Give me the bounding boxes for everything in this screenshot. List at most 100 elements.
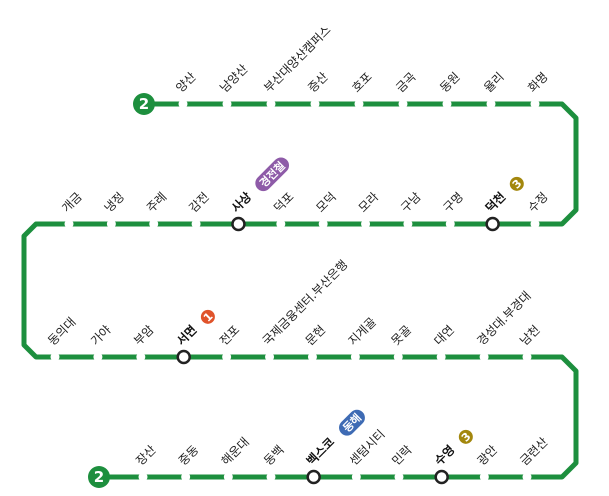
station[interactable]: 금련산 xyxy=(517,435,551,482)
station[interactable]: 동의대 xyxy=(45,315,79,362)
station-marker[interactable] xyxy=(276,219,286,229)
station-label: 수정 xyxy=(525,190,551,216)
station-label: 금곡 xyxy=(393,70,419,96)
station-marker[interactable] xyxy=(318,219,328,229)
station-marker[interactable] xyxy=(138,472,148,482)
station-marker[interactable] xyxy=(394,472,404,482)
station-marker[interactable] xyxy=(350,352,360,362)
station[interactable]: 서면1 xyxy=(173,307,218,365)
transfer-station-marker[interactable] xyxy=(176,349,191,365)
station-marker[interactable] xyxy=(351,472,361,482)
station[interactable]: 센텀시티 xyxy=(347,427,388,482)
station-label: 호포 xyxy=(349,70,375,96)
station-marker[interactable] xyxy=(354,99,364,109)
station-label: 양산 xyxy=(173,70,199,96)
station-label: 국제금융센터.부산은행 xyxy=(259,257,350,348)
station-label: 모라 xyxy=(356,190,382,216)
station[interactable]: 지게골 xyxy=(346,315,379,362)
transfer-station-marker[interactable] xyxy=(434,469,449,485)
station-marker[interactable] xyxy=(222,352,232,362)
station[interactable]: 해운대 xyxy=(219,435,252,482)
transfer-line-badge: 1 xyxy=(200,309,216,325)
station-marker[interactable] xyxy=(398,99,408,109)
station-label: 지게골 xyxy=(346,315,379,348)
station-marker[interactable] xyxy=(223,472,233,482)
station-marker[interactable] xyxy=(479,472,489,482)
station-label: 덕포 xyxy=(271,190,297,216)
station-marker[interactable] xyxy=(442,99,452,109)
line-number-badge: 2 xyxy=(88,466,110,488)
transfer-line-label: 1 xyxy=(201,310,216,325)
station-label: 전포 xyxy=(217,323,243,349)
station-marker[interactable] xyxy=(266,99,276,109)
station-label: 서면 xyxy=(173,322,199,348)
station[interactable]: 경성대.부경대 xyxy=(474,289,534,362)
station-marker[interactable] xyxy=(307,352,317,362)
station-label: 냉정 xyxy=(102,190,128,216)
station-marker[interactable] xyxy=(50,352,60,362)
station-label: 남천 xyxy=(517,322,543,348)
station-marker[interactable] xyxy=(181,472,191,482)
station-marker[interactable] xyxy=(436,352,446,362)
station-marker[interactable] xyxy=(191,219,201,229)
line-badge-circle xyxy=(88,466,110,488)
station-marker[interactable] xyxy=(149,219,159,229)
station-marker[interactable] xyxy=(530,99,540,109)
transfer-line-label: 3 xyxy=(459,430,474,445)
station-marker[interactable] xyxy=(522,352,532,362)
station-marker[interactable] xyxy=(64,219,74,229)
station-marker[interactable] xyxy=(222,99,232,109)
station-marker[interactable] xyxy=(93,352,103,362)
station-label: 가야 xyxy=(88,323,114,349)
station-label: 남양산 xyxy=(217,62,250,95)
station-marker[interactable] xyxy=(403,219,413,229)
station-marker[interactable] xyxy=(265,352,275,362)
line-track xyxy=(21,101,579,480)
station-marker[interactable] xyxy=(361,219,371,229)
station-marker[interactable] xyxy=(266,472,276,482)
transfer-line-badge: 3 xyxy=(458,429,474,445)
line-number-label: 2 xyxy=(139,95,149,113)
transfer-line-badge: 3 xyxy=(509,176,524,191)
transfer-line-circle xyxy=(458,429,473,444)
terminal-badges: 22 xyxy=(88,93,155,488)
station-label: 덕천 xyxy=(482,189,508,215)
station-label: 율리 xyxy=(481,70,507,96)
station-marker[interactable] xyxy=(522,472,532,482)
station-label: 수영 xyxy=(431,442,457,468)
transfer-pill xyxy=(255,157,290,192)
station-label: 중동 xyxy=(176,443,202,469)
station-marker[interactable] xyxy=(479,352,489,362)
station-marker[interactable] xyxy=(106,219,116,229)
station-marker[interactable] xyxy=(393,352,403,362)
station[interactable]: 국제금융센터.부산은행 xyxy=(259,257,350,362)
station-label: 화명 xyxy=(525,70,551,96)
station-marker[interactable] xyxy=(136,352,146,362)
station-marker[interactable] xyxy=(486,99,496,109)
station-marker[interactable] xyxy=(530,219,540,229)
line-number-label: 2 xyxy=(94,468,104,486)
station[interactable]: 남양산 xyxy=(217,62,251,109)
transfer-station-marker[interactable] xyxy=(306,469,321,485)
station-label: 개금 xyxy=(59,190,85,216)
station-label: 동의대 xyxy=(45,315,78,348)
station-label: 구남 xyxy=(398,190,424,216)
line-badge-circle xyxy=(133,93,155,115)
station-label: 동원 xyxy=(437,70,463,96)
station-marker[interactable] xyxy=(178,99,188,109)
station-marker[interactable] xyxy=(310,99,320,109)
transfer-line-circle xyxy=(200,309,215,324)
station-marker[interactable] xyxy=(445,219,455,229)
station-label: 사상 xyxy=(228,189,254,215)
transfer-pill xyxy=(339,409,365,436)
station-label: 벡스코 xyxy=(303,434,337,468)
transfer-station-marker[interactable] xyxy=(231,216,246,232)
station-label: 문현 xyxy=(303,323,329,349)
station[interactable]: 부산대양산캠퍼스 xyxy=(261,23,334,109)
transfer-station-marker[interactable] xyxy=(485,216,500,232)
line-number-badge: 2 xyxy=(133,93,155,115)
